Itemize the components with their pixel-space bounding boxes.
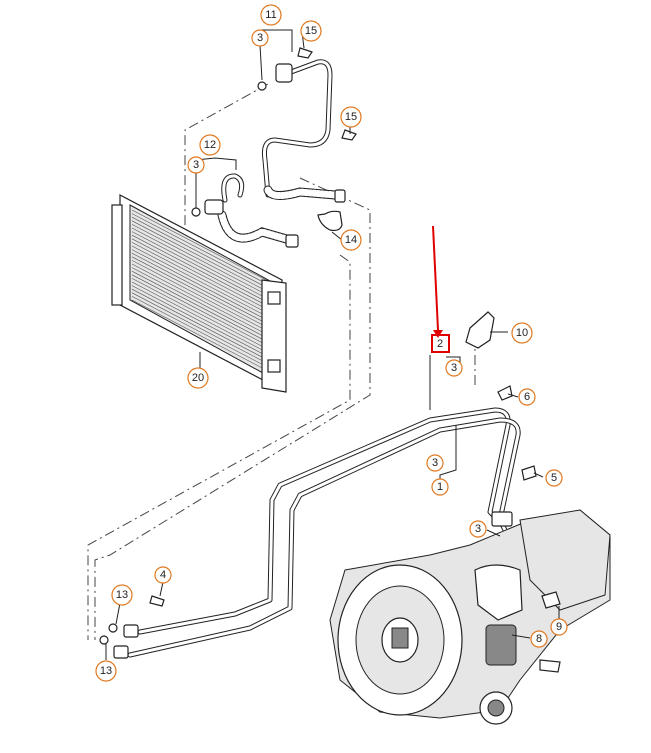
upper-cooler-pipe — [191, 47, 357, 248]
callout-6[interactable]: 6 — [518, 388, 536, 406]
callout-13[interactable]: 13 — [95, 660, 117, 682]
callout-label: 6 — [524, 391, 530, 403]
radiator-fin — [131, 274, 271, 348]
callout-5[interactable]: 5 — [545, 469, 563, 487]
radiator-fin — [131, 242, 271, 315]
radiator-fin — [131, 270, 271, 344]
callout-label: 5 — [551, 472, 557, 484]
radiator-fin — [131, 285, 271, 358]
radiator-fin — [131, 288, 271, 362]
callout-4[interactable]: 4 — [154, 566, 172, 584]
callout-label: 10 — [516, 327, 528, 339]
oil-cooler-radiator — [111, 194, 287, 393]
callout-label: 9 — [556, 621, 562, 633]
radiator-fin — [131, 224, 271, 297]
radiator-fin — [131, 299, 271, 373]
radiator-fin — [131, 260, 271, 333]
radiator-fin — [131, 245, 271, 319]
callout-label: 14 — [345, 234, 357, 246]
callout-3[interactable]: 3 — [469, 520, 487, 538]
callout-label: 3 — [475, 523, 481, 535]
radiator-fin — [131, 249, 271, 322]
callout-2[interactable]: 2 — [437, 338, 443, 350]
callout-9[interactable]: 9 — [550, 618, 568, 636]
radiator-fin — [131, 292, 271, 366]
radiator-fin — [131, 231, 271, 304]
callout-label: 8 — [536, 633, 542, 645]
callout-label: 15 — [305, 25, 317, 37]
callout-13[interactable]: 13 — [111, 584, 133, 606]
callout-label: 4 — [160, 569, 166, 581]
transmission — [329, 509, 611, 725]
callout-label: 11 — [265, 9, 276, 21]
callout-3[interactable]: 3 — [445, 359, 463, 377]
callout-11[interactable]: 11 — [260, 4, 282, 26]
radiator-fin — [131, 267, 271, 340]
red-arrow-icon — [432, 225, 443, 338]
radiator-fin — [131, 263, 271, 337]
radiator-fin — [131, 296, 271, 369]
callout-20[interactable]: 20 — [187, 367, 209, 389]
highlight-part-2 — [431, 225, 450, 353]
callout-8[interactable]: 8 — [530, 630, 548, 648]
callout-label: 3 — [257, 32, 263, 44]
radiator-fin — [131, 252, 271, 326]
callout-label: 3 — [193, 159, 199, 171]
radiator-fin — [131, 278, 271, 351]
callout-label: 3 — [451, 362, 457, 374]
callout-1[interactable]: 1 — [431, 478, 449, 496]
callout-label: 1 — [437, 481, 443, 493]
callout-label: 20 — [192, 372, 204, 384]
callout-label: 3 — [432, 457, 438, 469]
callout-label: 15 — [345, 111, 357, 123]
radiator-fin — [131, 238, 271, 312]
radiator-fin — [131, 216, 271, 290]
callout-15[interactable]: 15 — [340, 106, 362, 128]
callout-15[interactable]: 15 — [300, 20, 322, 42]
callout-label: 2 — [437, 338, 443, 350]
radiator-fin — [131, 234, 271, 308]
callout-14[interactable]: 14 — [340, 229, 362, 251]
radiator-fin — [131, 209, 271, 283]
callout-3[interactable]: 3 — [251, 29, 269, 47]
callout-10[interactable]: 10 — [511, 322, 533, 344]
radiator-fin — [131, 281, 271, 355]
radiator-fin — [131, 227, 271, 301]
radiator-fin — [131, 213, 271, 286]
callout-label: 13 — [100, 665, 112, 677]
highlight-box — [431, 334, 450, 353]
callout-label: 12 — [204, 139, 216, 151]
callout-3[interactable]: 3 — [426, 454, 444, 472]
callout-3[interactable]: 3 — [187, 156, 205, 174]
cooler-lines — [99, 311, 537, 659]
radiator-fin — [131, 256, 271, 330]
radiator-fin — [131, 220, 271, 294]
callout-12[interactable]: 12 — [199, 134, 221, 156]
callout-label: 13 — [116, 589, 128, 601]
